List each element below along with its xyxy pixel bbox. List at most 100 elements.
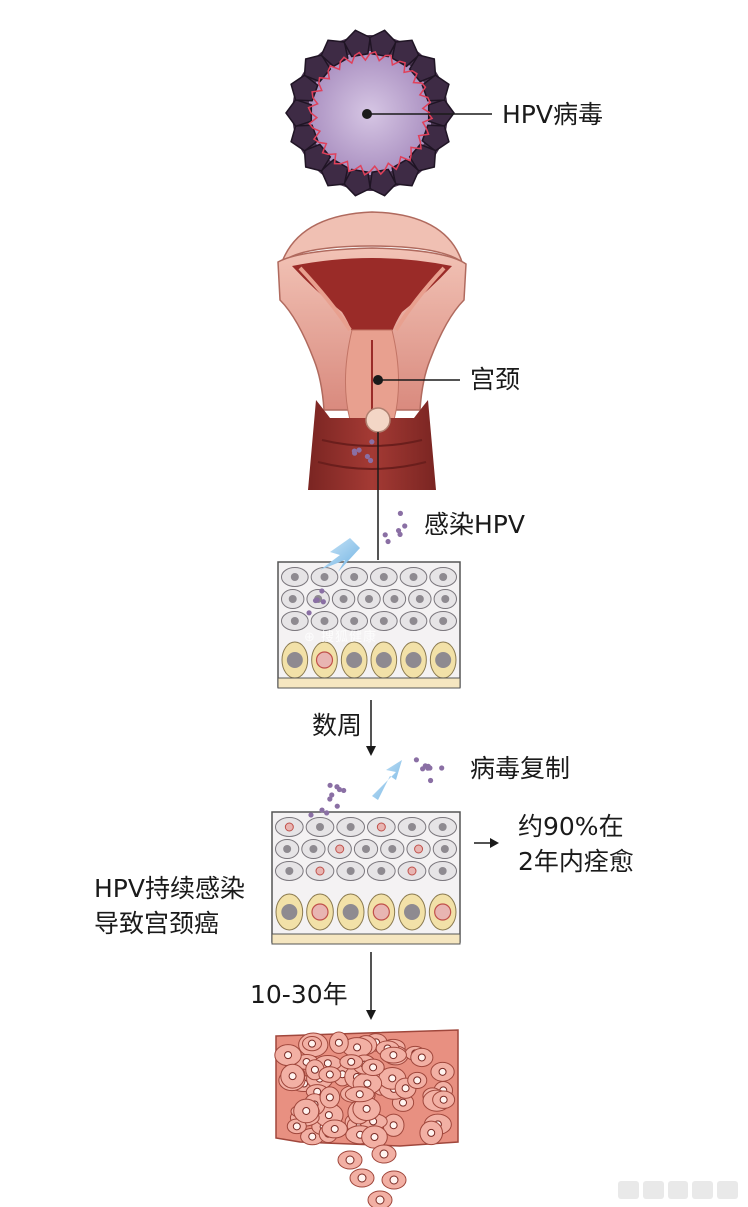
cell-nucleus	[290, 617, 299, 625]
label-recovery: 约90%在 2年内痊愈	[518, 810, 634, 879]
virion-dot	[397, 510, 404, 516]
corner-watermark	[618, 1179, 738, 1201]
label-hpv-virus: HPV病毒	[502, 100, 603, 129]
virion-dot	[319, 588, 325, 594]
infected-nucleus	[372, 903, 390, 921]
healthy-epithelium-illustration	[277, 561, 461, 689]
cancer-nucleus	[347, 1057, 356, 1066]
cancer-nucleus	[330, 1124, 339, 1133]
cancer-nucleus	[427, 1128, 436, 1137]
cancer-nucleus	[353, 1043, 362, 1052]
capsomere	[408, 143, 437, 172]
cancer-nucleus	[345, 1155, 355, 1165]
virion-dot	[327, 796, 333, 802]
cancer-nucleus	[308, 1132, 317, 1141]
cancer-nucleus	[357, 1173, 367, 1183]
capsomere	[290, 124, 319, 152]
virion-particles	[306, 439, 445, 818]
cell-nucleus	[408, 823, 416, 831]
cancer-nucleus	[284, 1051, 293, 1060]
cancer-nucleus	[310, 1065, 319, 1074]
uterus-cervix-illustration	[277, 211, 467, 490]
label-persistent: HPV持续感染 导致宫颈癌	[94, 872, 245, 941]
virion-dot	[385, 538, 391, 545]
cell-nucleus	[390, 595, 399, 603]
cancer-nucleus	[413, 1076, 422, 1085]
hpv-virus-icon	[285, 29, 455, 197]
cell-nucleus	[339, 595, 348, 603]
infected-nucleus	[434, 903, 452, 921]
cancer-nucleus	[401, 1084, 410, 1093]
virion-dot	[364, 453, 371, 460]
cancer-nucleus	[307, 1039, 316, 1048]
label-replication: 病毒复制	[470, 754, 571, 783]
virion-dot	[397, 531, 403, 537]
blue-arrow-icon	[372, 760, 402, 800]
capsomere	[343, 29, 372, 58]
cell-nucleus	[320, 617, 329, 625]
infected-nucleus	[407, 866, 417, 876]
virion-dot	[334, 784, 340, 790]
cell-nucleus	[346, 652, 363, 668]
cancer-nucleus	[439, 1095, 448, 1104]
cell-nucleus	[405, 652, 422, 668]
cell-nucleus	[379, 573, 388, 581]
infected-nucleus	[284, 822, 294, 832]
cancer-nucleus	[389, 1175, 399, 1185]
virion-dot	[367, 457, 374, 464]
cancer-nucleus	[370, 1133, 379, 1142]
cancer-tissue-illustration	[274, 1029, 459, 1207]
cancer-nucleus	[375, 1195, 385, 1205]
infected-epithelium-illustration	[271, 811, 461, 945]
label-infection: 感染HPV	[424, 510, 525, 539]
infected-nucleus	[311, 903, 329, 921]
infected-nucleus	[315, 651, 334, 669]
cell-nucleus	[290, 573, 299, 581]
cell-nucleus	[379, 617, 388, 625]
cell-nucleus	[438, 867, 447, 875]
virion-dot	[341, 787, 347, 794]
label-recovery-line1: 约90%在	[518, 812, 624, 841]
cancer-nucleus	[363, 1079, 372, 1088]
blue-arrow-icon	[320, 538, 360, 572]
cell-nucleus	[409, 617, 418, 625]
cancer-nucleus	[362, 1104, 371, 1113]
cell-nucleus	[377, 867, 386, 875]
capsomere	[368, 29, 397, 58]
infected-nucleus	[315, 866, 325, 876]
virion-dot	[356, 447, 362, 453]
cell-nucleus	[388, 845, 397, 853]
cell-nucleus	[316, 823, 324, 831]
cancer-nucleus	[288, 1072, 297, 1081]
cancer-nucleus	[369, 1063, 378, 1072]
cancer-nucleus	[355, 1090, 364, 1099]
cell-nucleus	[440, 845, 449, 853]
virion-dot	[439, 765, 445, 771]
capsomere	[343, 168, 372, 197]
virion-dot	[334, 803, 340, 809]
cell-nucleus	[439, 573, 448, 581]
cell-nucleus	[404, 904, 420, 920]
cancer-nucleus	[389, 1121, 398, 1130]
capsomere	[285, 98, 313, 128]
capsomere	[427, 98, 455, 128]
cell-nucleus	[281, 904, 298, 920]
infected-nucleus	[414, 844, 424, 854]
cell-nucleus	[375, 652, 392, 668]
capsomere	[421, 124, 450, 152]
viral-rna	[307, 50, 434, 176]
cancer-nucleus	[334, 1038, 343, 1047]
virion-dot	[427, 777, 434, 784]
virion-dot	[425, 763, 431, 769]
capsomere	[368, 168, 397, 197]
label-weeks: 数周	[312, 711, 363, 740]
cancer-nucleus	[323, 1059, 332, 1068]
cancer-nucleus	[438, 1067, 447, 1076]
cell-nucleus	[346, 867, 355, 875]
label-persistent-line1: HPV持续感染	[94, 874, 245, 903]
virion-dot	[329, 792, 335, 798]
cell-nucleus	[441, 595, 450, 603]
cancer-nucleus	[399, 1098, 408, 1107]
virion-dot	[327, 782, 333, 788]
cancer-nucleus	[379, 1149, 389, 1159]
